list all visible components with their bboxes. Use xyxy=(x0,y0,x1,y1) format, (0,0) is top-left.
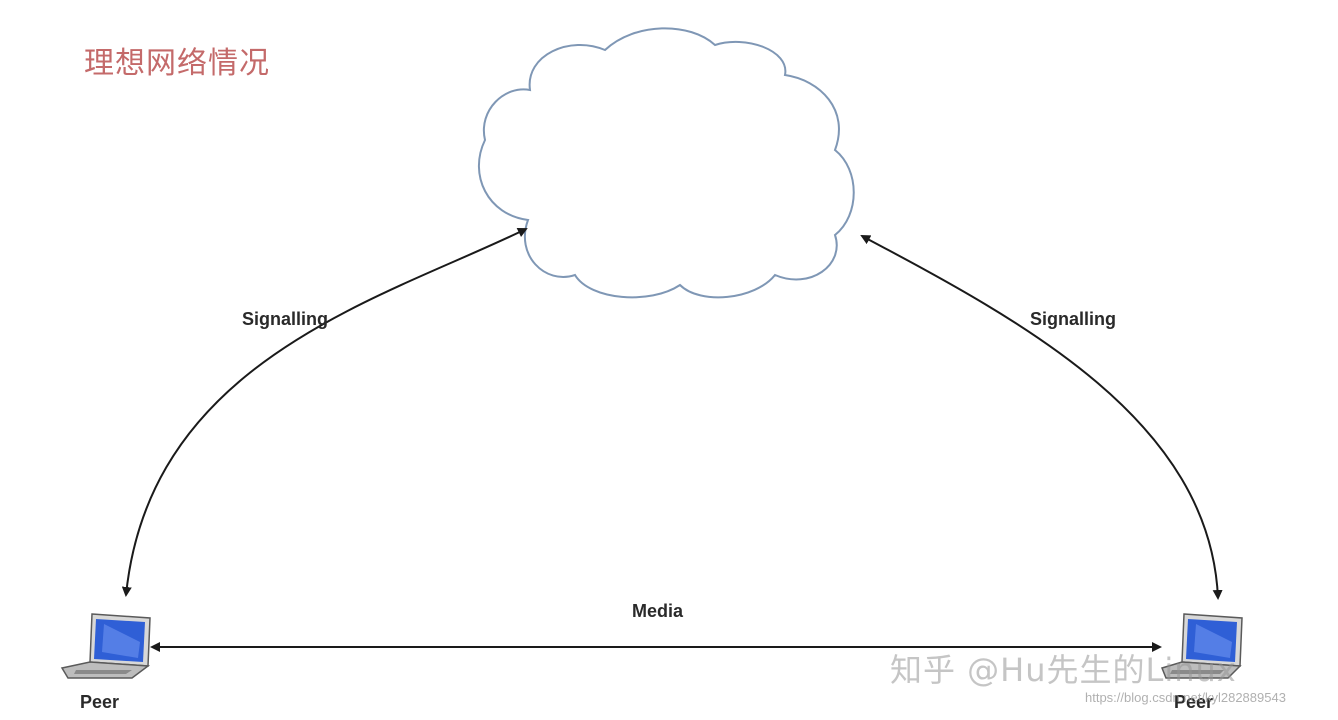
signalling-arrow-right xyxy=(860,235,1223,600)
signalling-arrow-left xyxy=(121,227,528,597)
diagram-title: 理想网络情况 xyxy=(84,46,270,81)
watermark-text: 知乎 @Hu先生的Linux xyxy=(890,651,1237,689)
peer-label-left: Peer xyxy=(80,692,120,712)
signalling-label-right: Signalling xyxy=(1030,309,1117,329)
laptop-icon xyxy=(1160,613,1243,679)
watermark-url: https://blog.csdn.net/kyl282889543 xyxy=(1085,690,1286,705)
cloud-shape xyxy=(477,27,855,299)
media-label: Media xyxy=(632,601,684,621)
laptop-icon xyxy=(60,613,151,679)
peer-label-right: Peer xyxy=(1174,692,1214,712)
signalling-label-left: Signalling xyxy=(242,309,329,329)
